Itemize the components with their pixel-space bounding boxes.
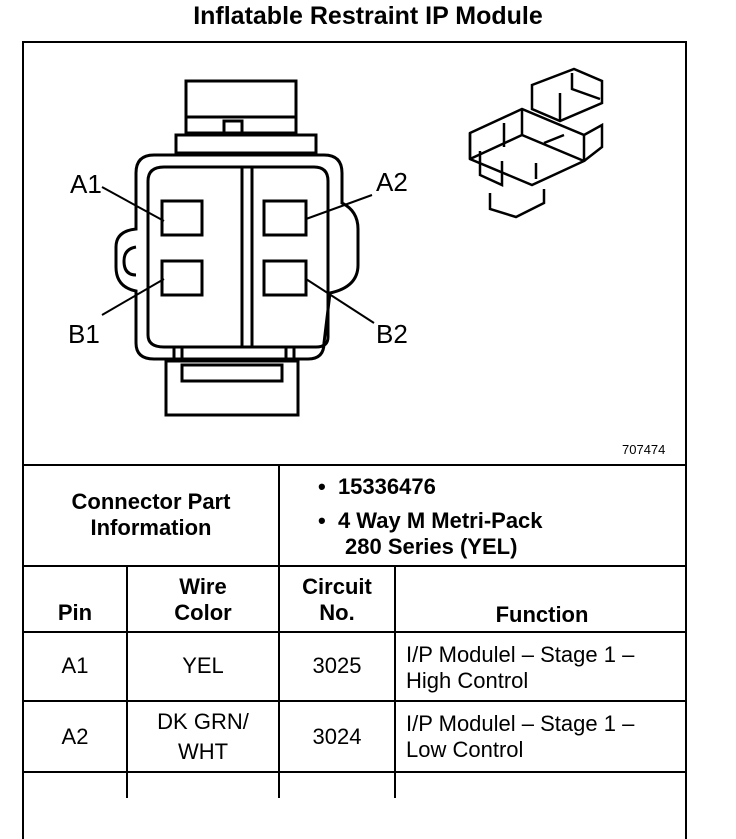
table-line bbox=[126, 565, 128, 798]
figure-number: 707474 bbox=[622, 442, 666, 457]
connector-info-label: Connector Part Information bbox=[71, 489, 231, 540]
connector-series: 280 Series (YEL) bbox=[345, 534, 518, 559]
table-line bbox=[22, 464, 687, 466]
row-a1-function: I/P Modulel – Stage 1 – High Control bbox=[406, 642, 635, 693]
connector-info-values: • 15336476 • 4 Way M Metri-Pack 280 Seri… bbox=[318, 474, 543, 559]
pin-label-b2: B2 bbox=[376, 319, 408, 349]
connector-diagram: A1 A2 B1 B2 bbox=[68, 67, 604, 417]
row-a2-circuit: 3024 bbox=[312, 724, 362, 749]
table-line bbox=[22, 565, 687, 567]
row-a1-wire-color: YEL bbox=[182, 653, 224, 678]
table-line bbox=[394, 565, 396, 798]
header-wire-color: Wire Color bbox=[174, 574, 232, 625]
pin-label-b1: B1 bbox=[68, 319, 100, 349]
connector-3d-illustration bbox=[468, 67, 604, 219]
row-a2-wire-color: DK GRN/ WHT bbox=[157, 709, 249, 764]
page-title: Inflatable Restraint IP Module bbox=[193, 2, 543, 30]
connector-part-number: 15336476 bbox=[337, 474, 436, 499]
connector-face-drawing bbox=[114, 79, 360, 417]
header-function: Function bbox=[495, 602, 589, 627]
pin-label-a1: A1 bbox=[70, 169, 102, 199]
row-a2-function: I/P Modulel – Stage 1 – Low Control bbox=[406, 711, 635, 762]
table-line bbox=[22, 700, 687, 702]
table-frame bbox=[22, 41, 687, 839]
row-a2-pin: A2 bbox=[61, 724, 89, 749]
pin-leader-lines bbox=[101, 186, 375, 324]
row-a1-circuit: 3025 bbox=[312, 653, 362, 678]
table-line bbox=[22, 631, 687, 633]
pin-label-a2: A2 bbox=[376, 167, 408, 197]
header-circuit-no: Circuit No. bbox=[302, 574, 372, 625]
connector-type: 4 Way M Metri-Pack bbox=[337, 508, 543, 533]
row-a1-pin: A1 bbox=[61, 653, 89, 678]
table-line bbox=[22, 771, 687, 773]
header-pin: Pin bbox=[57, 600, 93, 625]
table-line bbox=[278, 464, 280, 798]
